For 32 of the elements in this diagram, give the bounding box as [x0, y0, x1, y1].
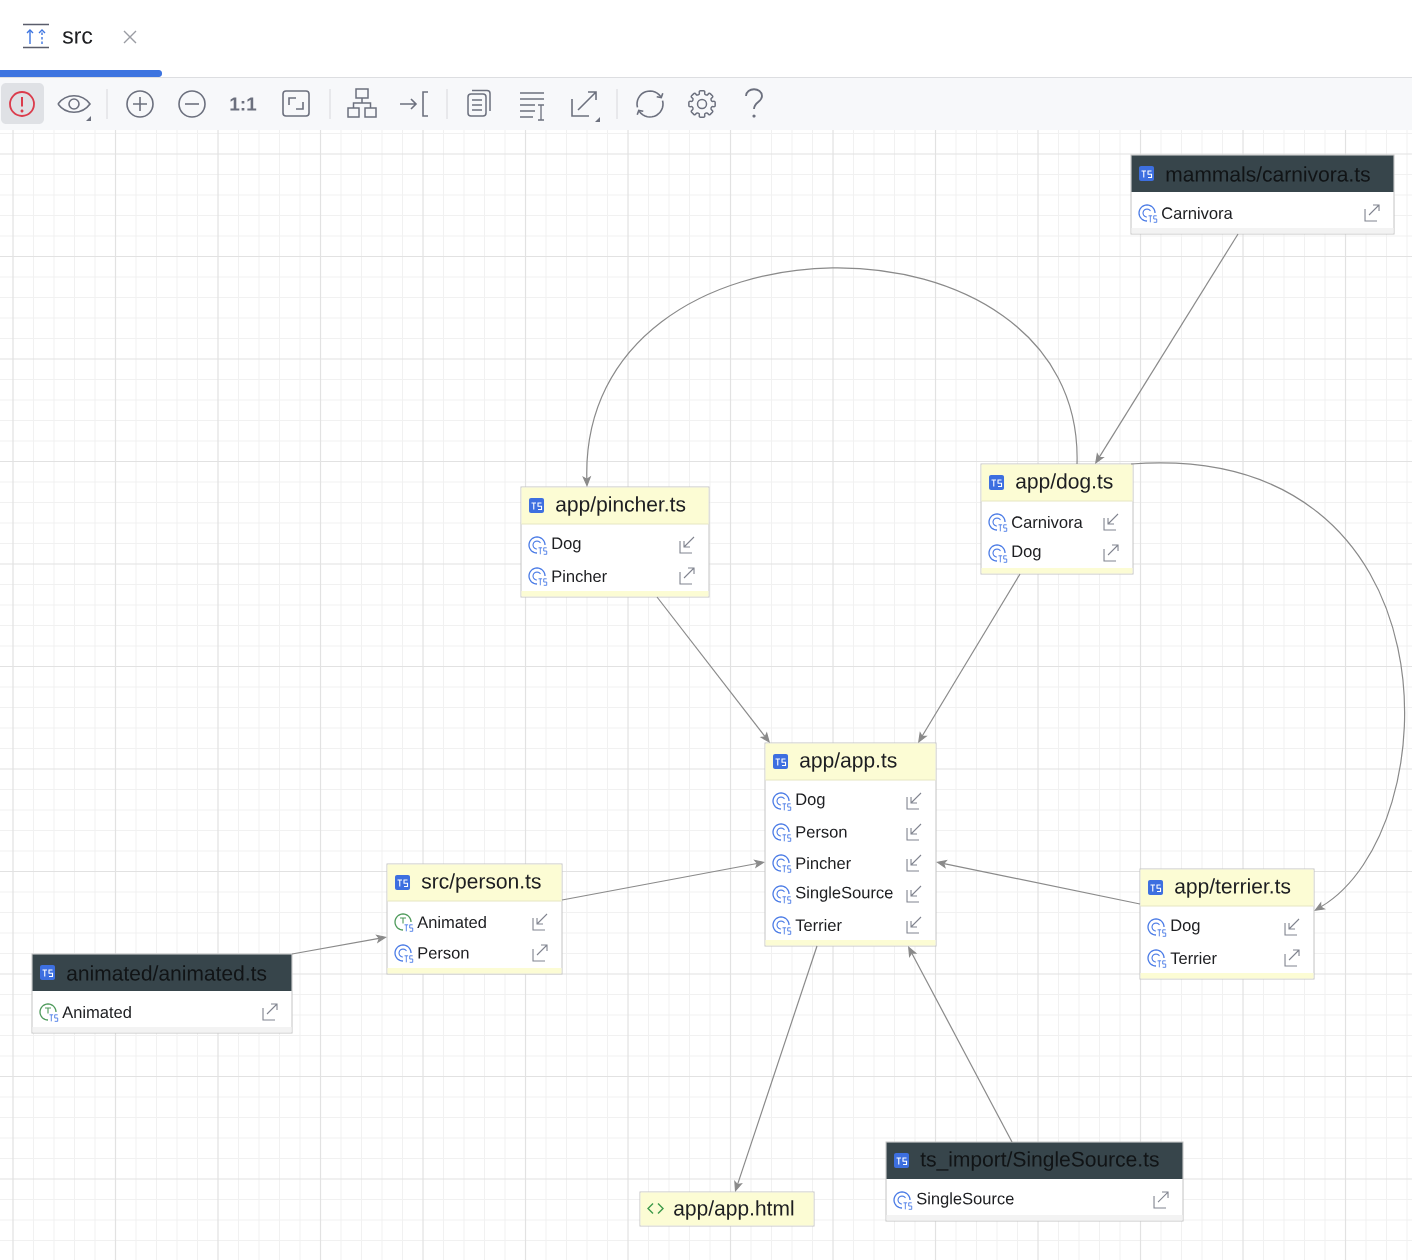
member-name: Terrier — [1170, 951, 1217, 965]
member-name: SingleSource — [916, 1192, 1014, 1208]
member-name: Pincher — [552, 569, 607, 583]
member-name: Dog — [1012, 545, 1041, 561]
member-name: Animated — [62, 1005, 131, 1019]
member-name: Carnivora — [1012, 515, 1083, 529]
arrow — [561, 859, 765, 901]
member-name: Person — [418, 947, 469, 959]
zoom-ratio-label: 1:1 — [230, 97, 257, 111]
arrow — [656, 596, 770, 743]
member-name: SingleSource — [795, 886, 893, 902]
member-name: Pincher — [796, 856, 851, 870]
arrow — [908, 946, 1013, 1143]
file-header: app/pincher.ts — [521, 487, 709, 525]
member-name: Animated — [417, 915, 486, 929]
arrow — [582, 267, 1078, 487]
tab-title: src — [62, 31, 93, 44]
arrow — [291, 934, 387, 955]
file-header: app/terrier.ts — [1140, 869, 1314, 907]
arrow — [1095, 233, 1239, 464]
file-header: src/person.ts — [387, 864, 562, 902]
arrow — [734, 945, 818, 1192]
member-name: Dog — [1171, 919, 1200, 935]
arrow — [918, 573, 1021, 743]
file-header: app/app.html — [674, 1200, 794, 1220]
member-name: Dog — [796, 793, 825, 809]
member-name: Terrier — [795, 918, 842, 932]
arrow — [1130, 463, 1405, 911]
file-header: app/app.ts — [765, 743, 936, 781]
member-name: Dog — [552, 537, 581, 553]
member-name: Person — [796, 826, 847, 838]
member-name: Carnivora — [1162, 206, 1233, 220]
